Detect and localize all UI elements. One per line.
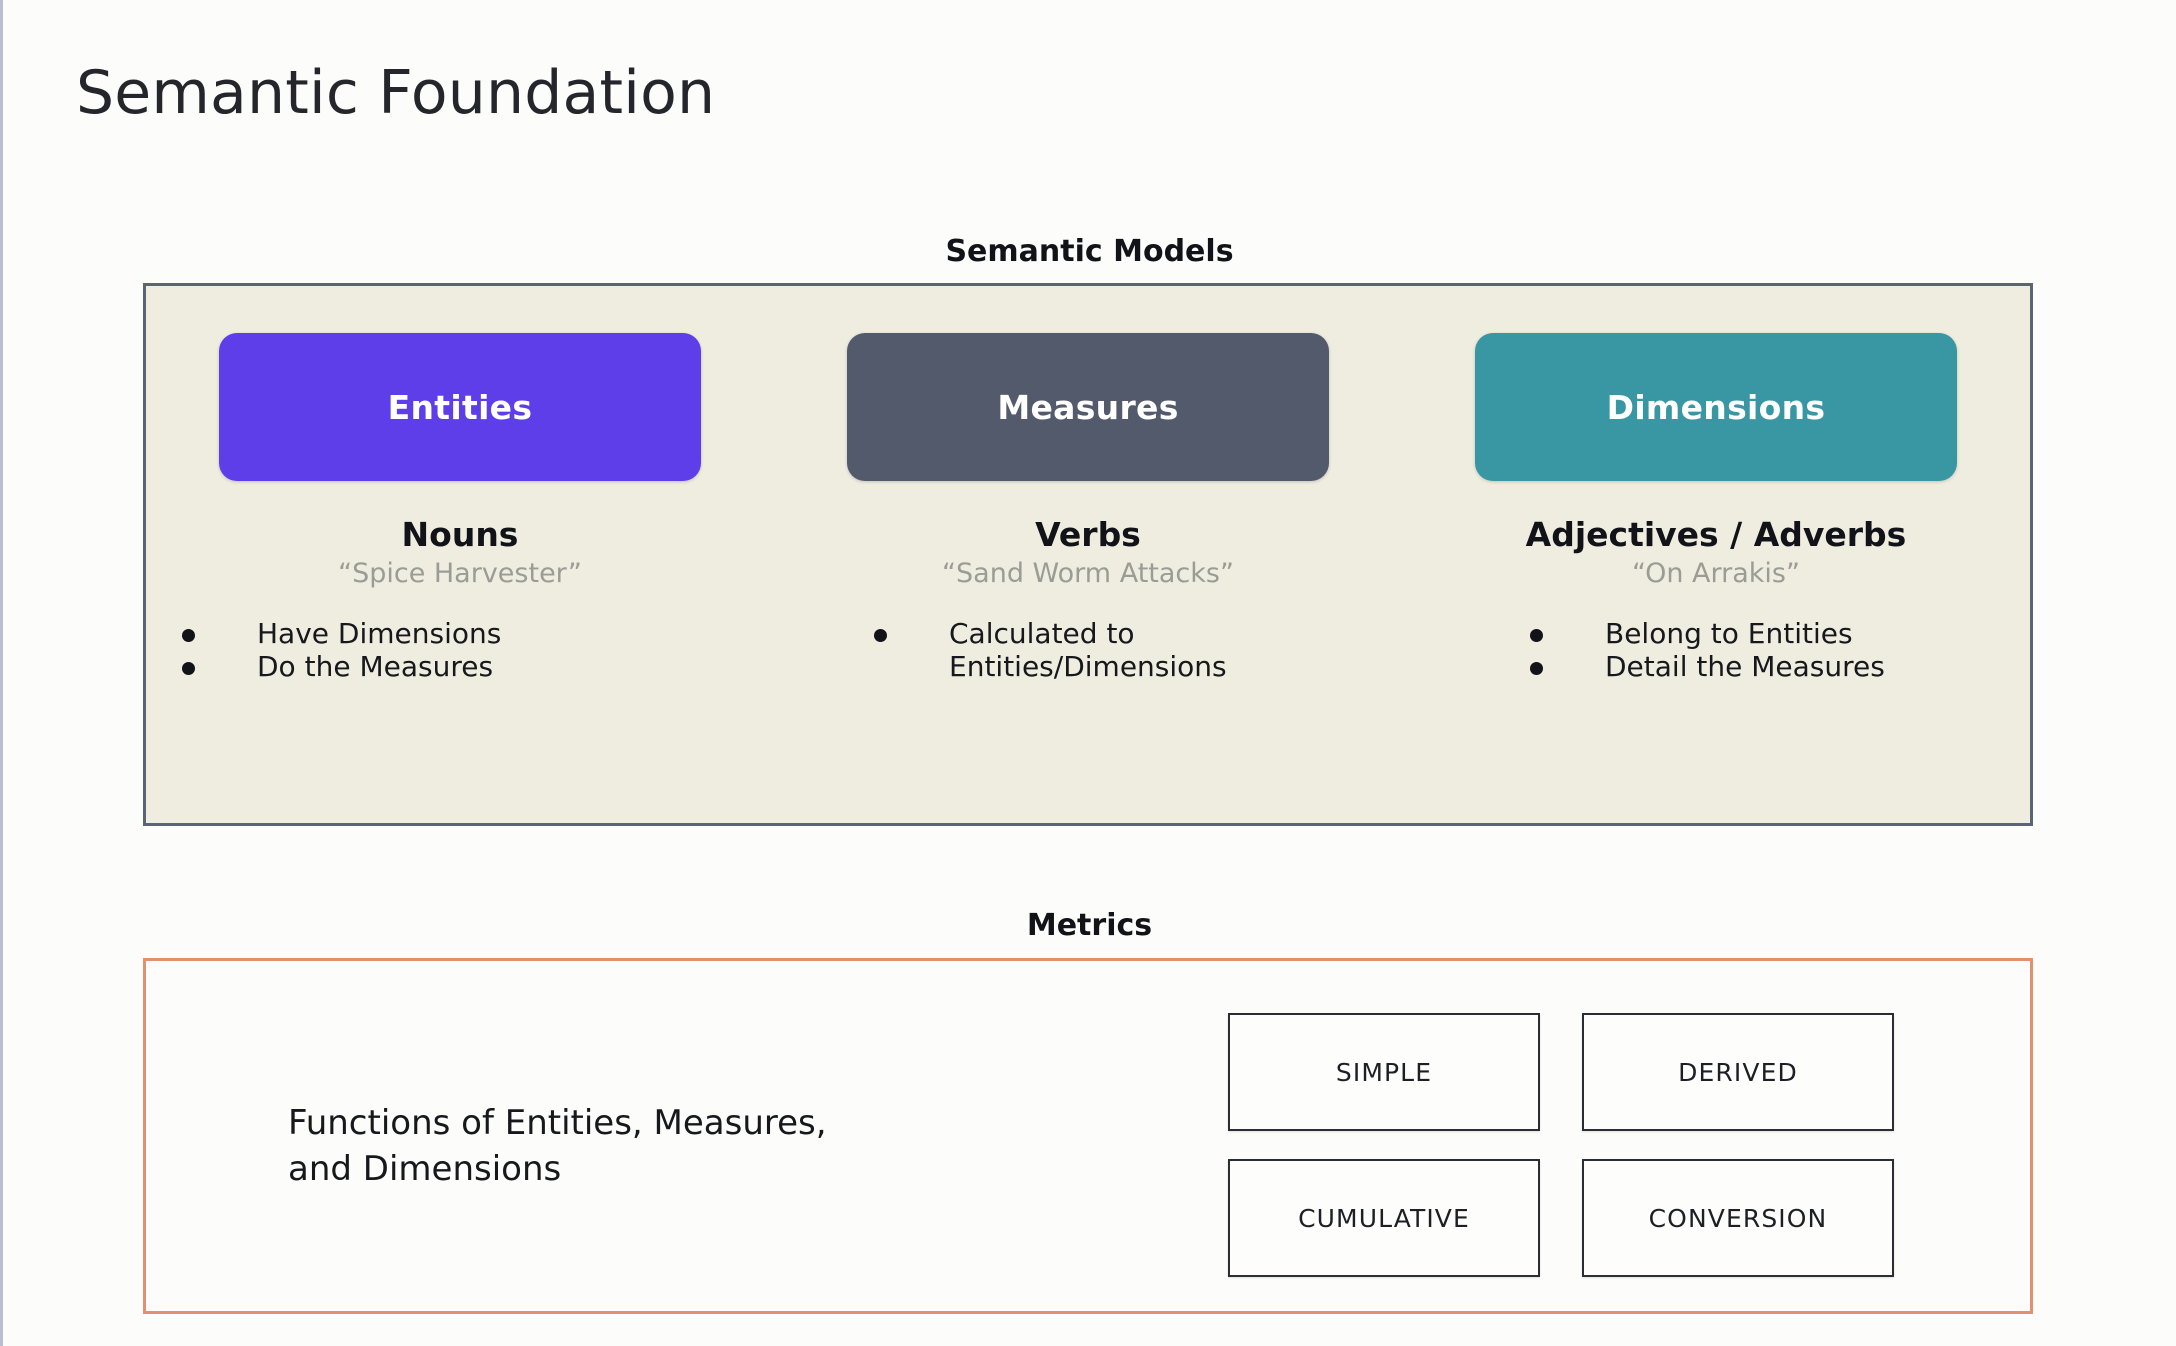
entities-bullet-0: Have Dimensions bbox=[257, 616, 502, 650]
chip-dimensions[interactable]: Dimensions bbox=[1475, 333, 1957, 481]
semantic-models-columns: Entities Nouns “Spice Harvester” Have Di… bbox=[146, 286, 2030, 823]
metrics-panel: Functions of Entities, Measures, and Dim… bbox=[143, 958, 2033, 1314]
bullet-dot-icon bbox=[874, 628, 887, 642]
measures-bullet-list: Calculated to Entities/Dimensions bbox=[774, 617, 1402, 684]
entities-bullet-list: Have Dimensions Do the Measures bbox=[146, 617, 774, 684]
metric-type-conversion[interactable]: CONVERSION bbox=[1582, 1159, 1894, 1277]
metrics-type-grid: SIMPLE DERIVED CUMULATIVE CONVERSION bbox=[1228, 1013, 1894, 1277]
measures-bullet-0: Calculated to Entities/Dimensions bbox=[949, 616, 1227, 684]
dimensions-example: “On Arrakis” bbox=[1632, 557, 1800, 589]
semantic-column-entities: Entities Nouns “Spice Harvester” Have Di… bbox=[146, 286, 774, 823]
list-item: Do the Measures bbox=[182, 650, 493, 684]
bullet-dot-icon bbox=[1530, 662, 1543, 676]
measures-part-of-speech: Verbs bbox=[1035, 515, 1141, 554]
bullet-dot-icon bbox=[182, 662, 195, 676]
entities-example: “Spice Harvester” bbox=[338, 557, 582, 589]
page-title: Semantic Foundation bbox=[76, 58, 716, 128]
metric-type-derived[interactable]: DERIVED bbox=[1582, 1013, 1894, 1131]
list-item: Have Dimensions bbox=[182, 617, 501, 651]
bullet-dot-icon bbox=[1530, 628, 1543, 642]
metric-type-cumulative[interactable]: CUMULATIVE bbox=[1228, 1159, 1540, 1277]
dimensions-bullet-0: Belong to Entities bbox=[1605, 616, 1853, 650]
metrics-description: Functions of Entities, Measures, and Dim… bbox=[288, 1103, 827, 1189]
dimensions-bullet-1: Detail the Measures bbox=[1605, 650, 1885, 684]
measures-example: “Sand Worm Attacks” bbox=[942, 557, 1234, 589]
dimensions-bullet-list: Belong to Entities Detail the Measures bbox=[1402, 617, 2030, 684]
list-item: Detail the Measures bbox=[1530, 650, 1885, 684]
dimensions-part-of-speech: Adjectives / Adverbs bbox=[1525, 515, 1907, 554]
metrics-heading: Metrics bbox=[1026, 908, 1153, 943]
semantic-column-measures: Measures Verbs “Sand Worm Attacks” Calcu… bbox=[774, 286, 1402, 823]
chip-measures[interactable]: Measures bbox=[847, 333, 1329, 481]
bullet-dot-icon bbox=[182, 628, 195, 642]
entities-part-of-speech: Nouns bbox=[401, 515, 519, 554]
chip-entities[interactable]: Entities bbox=[219, 333, 701, 481]
entities-bullet-1: Do the Measures bbox=[257, 650, 494, 684]
semantic-column-dimensions: Dimensions Adjectives / Adverbs “On Arra… bbox=[1402, 286, 2030, 823]
list-item: Belong to Entities bbox=[1530, 617, 1853, 651]
metric-type-simple[interactable]: SIMPLE bbox=[1228, 1013, 1540, 1131]
list-item: Calculated to Entities/Dimensions bbox=[874, 617, 1227, 684]
semantic-models-heading: Semantic Models bbox=[945, 234, 1234, 269]
left-edge-line bbox=[0, 0, 3, 1346]
semantic-models-panel: Entities Nouns “Spice Harvester” Have Di… bbox=[143, 283, 2033, 826]
